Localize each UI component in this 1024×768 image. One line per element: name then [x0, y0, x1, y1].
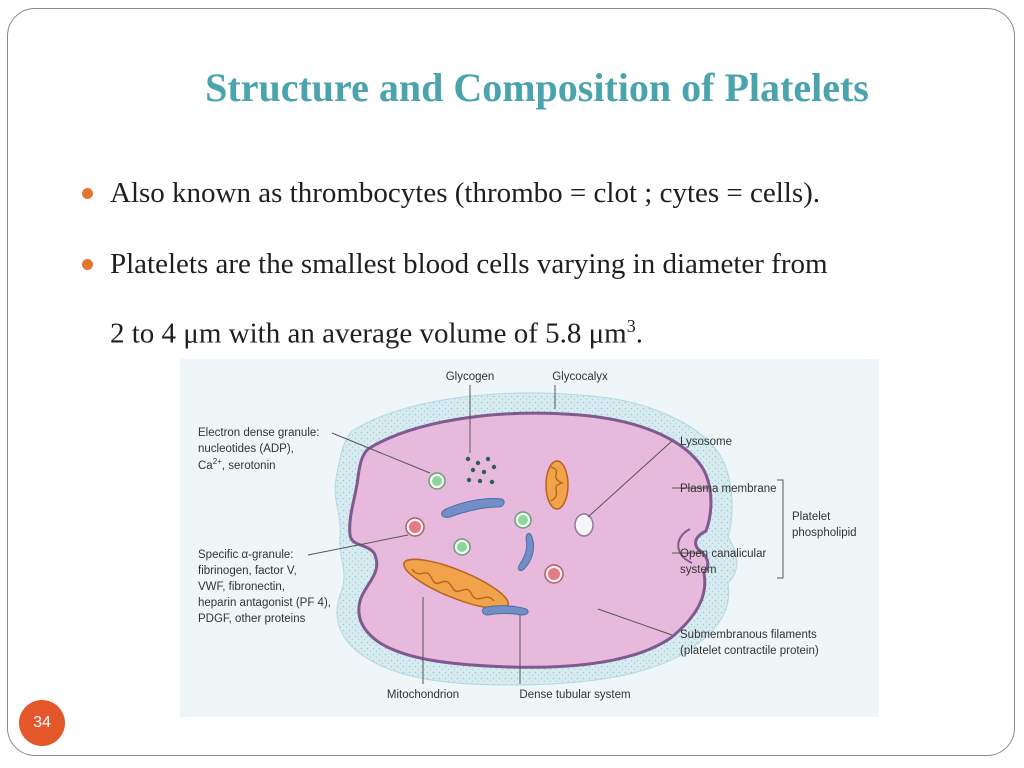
electron-dense-granules — [428, 472, 532, 556]
label-alpha-granule-4: heparin antagonist (PF 4), — [198, 597, 331, 609]
label-plasma-membrane: Plasma membrane — [680, 483, 777, 495]
platelet-diagram-svg: Glycogen Glycocalyx Electron dense granu… — [198, 371, 857, 701]
label-dense-tubular: Dense tubular system — [519, 689, 630, 701]
label-alpha-granule-3: VWF, fibronectin, — [198, 581, 285, 593]
label-lysosome: Lysosome — [680, 436, 732, 448]
label-mitochondrion: Mitochondrion — [387, 689, 459, 701]
mitochondria — [403, 460, 569, 610]
label-alpha-granule-2: fibrinogen, factor V, — [198, 565, 297, 577]
open-canalicular-channel — [677, 528, 693, 564]
label-electron-dense-3: Ca2+, serotonin — [198, 457, 276, 472]
bullet-dot — [82, 259, 93, 270]
slide-title: Structure and Composition of Platelets — [205, 65, 869, 110]
bullet-text-continued: 2 to 4 μm with an average volume of 5.8 … — [110, 316, 643, 350]
platelet-diagram: Glycogen Glycocalyx Electron dense granu… — [180, 359, 879, 717]
bullet-item: Platelets are the smallest blood cells v… — [82, 233, 982, 365]
lysosome-vesicle — [574, 513, 594, 537]
label-platelet-phospholipid-2: phospholipid — [792, 527, 857, 539]
label-alpha-granule-1: Specific α-granule: — [198, 549, 294, 561]
label-glycocalyx: Glycocalyx — [552, 371, 608, 383]
label-platelet-phospholipid-1: Platelet — [792, 511, 831, 523]
bullet-dot — [82, 188, 93, 199]
alpha-granules — [405, 517, 564, 584]
glycogen-particles — [465, 456, 497, 485]
dense-tubular-system — [441, 498, 535, 616]
label-open-canalicular-1: Open canalicular — [680, 548, 766, 560]
label-submembranous-1: Submembranous filaments — [680, 629, 817, 641]
label-electron-dense-2: nucleotides (ADP), — [198, 443, 294, 455]
label-glycogen: Glycogen — [446, 371, 495, 383]
label-alpha-granule-5: PDGF, other proteins — [198, 613, 306, 625]
label-electron-dense-1: Electron dense granule: — [198, 427, 319, 439]
leader-lines — [307, 385, 784, 684]
page-number-badge: 34 — [19, 700, 65, 746]
label-open-canalicular-2: system — [680, 564, 716, 576]
superscript-3: 3 — [626, 316, 636, 336]
bullet-text: Platelets are the smallest blood cells v… — [110, 248, 828, 280]
bullet-text: Also known as thrombocytes (thrombo = cl… — [110, 177, 821, 209]
bullet-item: Also known as thrombocytes (thrombo = cl… — [82, 162, 982, 224]
label-submembranous-2: (platelet contractile protein) — [680, 645, 819, 657]
